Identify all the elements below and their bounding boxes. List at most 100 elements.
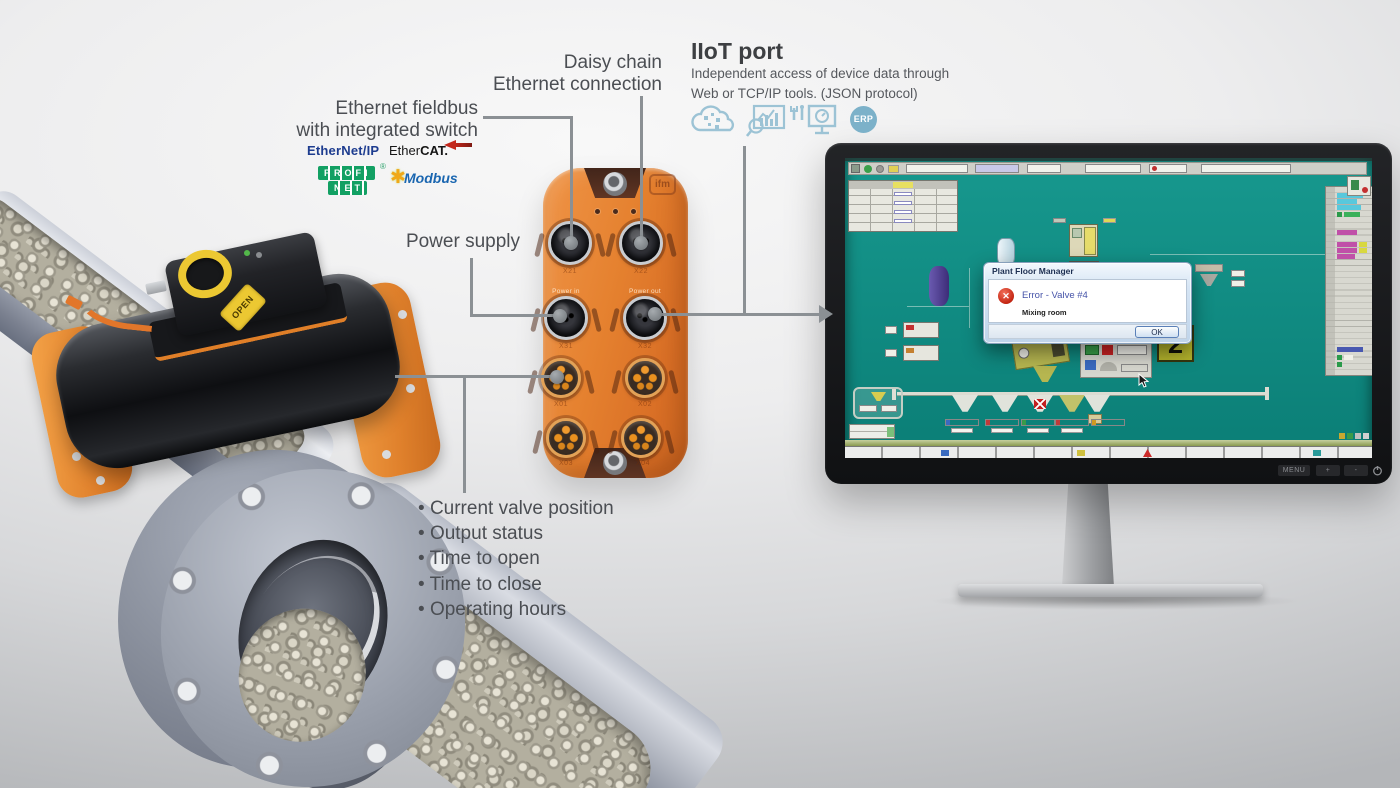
modbus-star-icon: ✱ <box>390 167 406 188</box>
table-progress-bar <box>894 219 912 223</box>
scada-taskbar[interactable] <box>845 446 1372 458</box>
ethernet-fieldbus-line2: with integrated switch <box>296 120 478 142</box>
profinet-logo-top: PROFI <box>318 166 375 180</box>
valvedata-leader-line-h <box>395 375 557 378</box>
panel-blue-chip <box>1085 360 1096 370</box>
taskbar-warning-icon <box>1143 449 1152 457</box>
module-status-led <box>595 209 600 214</box>
table-progress-bar <box>894 192 912 196</box>
ethercat-bold: CAT. <box>420 143 449 158</box>
door-panel <box>1084 227 1096 255</box>
instrument-alarm-cell <box>906 325 914 330</box>
error-icon: ✕ <box>998 288 1014 304</box>
mixer-window <box>1017 346 1031 360</box>
feeder-unit <box>853 387 903 419</box>
instrument-chip <box>885 326 897 334</box>
table-progress-bar <box>894 201 912 205</box>
door-grid <box>1072 228 1082 238</box>
ethernet-ip-logo: EtherNet/IP <box>307 143 380 158</box>
status-chip-yellow <box>1359 242 1367 247</box>
toolbar-clock-icon <box>876 165 884 173</box>
status-chip-cyan <box>1337 205 1361 210</box>
hopper-scale <box>1200 274 1218 286</box>
fieldbus-port-dot <box>564 236 578 250</box>
panel-green-chip <box>1085 345 1099 355</box>
iiot-leader-line-v <box>743 146 746 316</box>
status-chip-magenta <box>1337 242 1357 247</box>
instrument-box <box>903 345 939 361</box>
port-code: X22 <box>634 268 648 275</box>
status-chip-magenta <box>1337 230 1357 235</box>
hopper-sublabel <box>991 428 1013 433</box>
status-list-panel[interactable] <box>1325 186 1372 376</box>
taskbar-chip <box>941 450 949 456</box>
toolbar-date-field <box>906 164 968 173</box>
port-code: X31 <box>559 343 573 350</box>
to-monitor-arrow-icon <box>819 305 833 323</box>
device-data-item: Time to close <box>418 573 678 596</box>
tag-chip <box>1103 218 1116 223</box>
monitor-brightness-down-button[interactable]: - <box>1344 465 1368 476</box>
panel-stop-chip <box>1102 345 1113 355</box>
scada-top-strip <box>845 158 1372 161</box>
taskbar-chip <box>1313 450 1321 456</box>
feeder-chip <box>859 405 877 412</box>
dialog-error-detail: Mixing room <box>1022 308 1067 317</box>
power-supply-text: Power supply <box>405 231 520 252</box>
ifm-brand-logo: ifm <box>649 174 676 195</box>
ethercat-arrow-icon <box>444 140 456 150</box>
hopper <box>992 395 1018 412</box>
port-code: X04 <box>636 460 650 467</box>
hopper <box>1084 395 1110 412</box>
monitor-menu-button[interactable]: MENU <box>1278 465 1310 476</box>
scada-ground-strip <box>845 440 1372 446</box>
module-bottom-screw <box>603 451 627 475</box>
ethercat-arrow-bar <box>454 143 472 147</box>
feeder-chip <box>881 405 897 412</box>
module-top-screw <box>603 172 627 196</box>
open-window-label: OPEN <box>229 293 256 321</box>
io-port-4 <box>621 418 661 458</box>
hopper-scale-chip <box>1195 264 1223 272</box>
monitor-stand-neck <box>1062 483 1114 587</box>
corner-widget-red <box>1362 187 1368 193</box>
power-port-dot <box>553 309 567 323</box>
door-unit <box>1069 224 1098 257</box>
instrument-alarm-cell <box>906 348 914 353</box>
error-dialog: Plant Floor Manager ✕ Error - Valve #4 M… <box>983 262 1192 344</box>
ethernet-fieldbus-line1: Ethernet fieldbus <box>335 98 478 119</box>
valvedata-leader-line-v <box>463 377 466 493</box>
mixer-funnel <box>1033 366 1057 382</box>
conveyor-bracket <box>1265 387 1269 400</box>
ethercat-prefix: Ether <box>389 143 421 158</box>
profinet-logo-bottom: NET <box>328 181 367 195</box>
hopper-sublabel <box>1027 428 1049 433</box>
profinet-reg-mark: ® <box>380 162 386 171</box>
hopper-sublabel <box>951 428 973 433</box>
status-chip-cyan <box>1337 199 1357 204</box>
monitor-brightness-up-button[interactable]: + <box>1316 465 1340 476</box>
instrument-chip <box>885 349 897 357</box>
hopper-label <box>1055 419 1089 426</box>
dialog-footer: OK <box>988 324 1187 339</box>
hopper-label <box>1091 419 1125 426</box>
status-chip-blue <box>1337 347 1363 352</box>
taskbar-chip <box>1077 450 1085 456</box>
purple-vessel <box>929 266 949 306</box>
power-leader-line-h <box>470 314 562 317</box>
monitor-power-icon[interactable] <box>1372 465 1383 476</box>
power-leader-line-v <box>470 258 473 317</box>
toolbar-temp-field <box>1149 164 1187 173</box>
hopper-fault-chip <box>1034 399 1046 409</box>
device-data-item: Operating hours <box>418 598 678 621</box>
pipe-line <box>1150 254 1328 255</box>
toolbar-icon <box>851 164 860 173</box>
dialog-ok-button[interactable]: OK <box>1135 326 1179 338</box>
panel-pile-icon <box>1100 362 1117 371</box>
hopper-active <box>1059 395 1085 412</box>
scada-toolbar[interactable] <box>848 162 1367 175</box>
sensor-status-led <box>244 250 250 256</box>
iiot-port-desc: Independent access of device data throug… <box>691 64 981 103</box>
hopper-label <box>1021 419 1055 426</box>
